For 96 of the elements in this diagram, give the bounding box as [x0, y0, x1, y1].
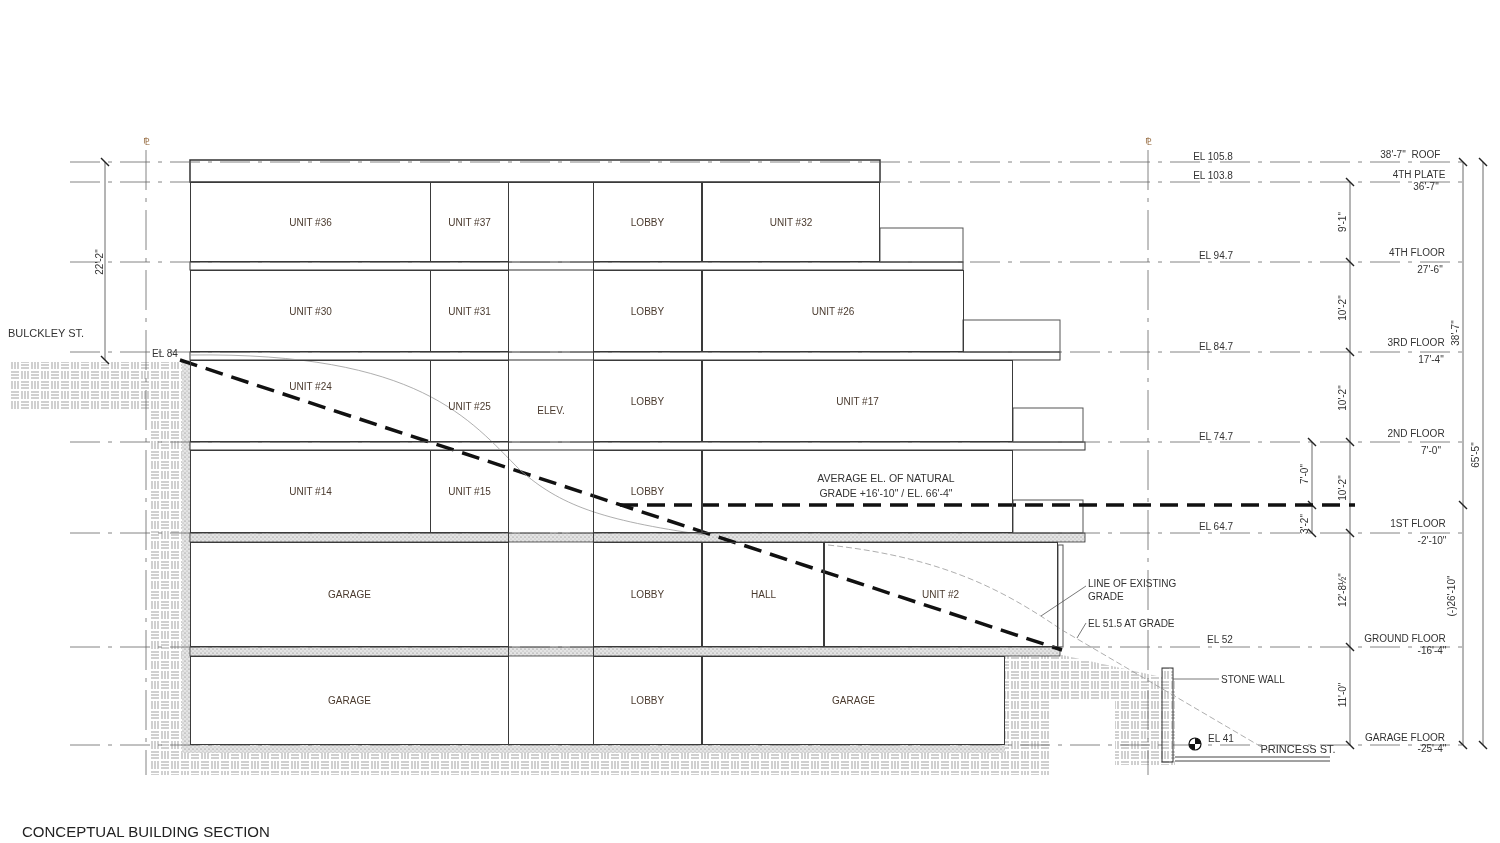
dimension-text: 27'-6" — [1417, 264, 1443, 276]
room-box — [702, 542, 825, 647]
room-label: UNIT #2 — [921, 589, 960, 600]
room-box — [430, 182, 509, 262]
room-box — [190, 450, 431, 533]
elevation-label: EL 105.8 — [1193, 151, 1233, 163]
dimension-text: 11'-0" — [1337, 682, 1349, 708]
room-label: LOBBY — [630, 305, 665, 317]
level-name: 4TH PLATE — [1392, 169, 1446, 181]
room-label: GARAGE — [328, 695, 371, 706]
elevation-label: EL 94.7 — [1198, 250, 1234, 262]
elevation-label: EL 64.7 — [1198, 521, 1234, 533]
room-box — [430, 450, 509, 533]
room-label: UNIT #25 — [448, 401, 491, 412]
property-line-symbol: ⅊ — [142, 136, 150, 148]
property-line-symbol: ⅊ — [1144, 136, 1152, 148]
elevation-label: EL 41 — [1208, 733, 1234, 745]
room-box — [593, 182, 702, 262]
level-name: 1ST FLOOR — [1390, 518, 1446, 530]
room-box — [702, 360, 1013, 442]
room-label: GARAGE — [832, 695, 875, 706]
dimension-text: 12'-8½" — [1337, 573, 1349, 607]
room-box — [702, 450, 1013, 533]
dimension-text: 65'-5" — [1470, 442, 1482, 468]
dimension-text: 10'-2" — [1337, 475, 1349, 501]
level-name: 3RD FLOOR — [1387, 337, 1445, 349]
level-name: ROOF — [1411, 149, 1441, 161]
room-label: UNIT #14 — [289, 486, 332, 497]
dimension-text: 38'-7" — [1380, 149, 1406, 161]
dimension-text: -2'-10" — [1417, 535, 1447, 547]
stone-wall — [1161, 667, 1174, 763]
level-name: GROUND FLOOR — [1364, 633, 1446, 645]
shaft-label: ELEV. — [537, 405, 565, 416]
dimension-text: -25'-4" — [1417, 743, 1447, 755]
room-label: LOBBY — [630, 395, 665, 407]
room-label: GARAGE — [328, 589, 371, 600]
elevator-shaft — [508, 182, 594, 745]
dimension-text: 3'-2" — [1299, 514, 1311, 534]
room-label: UNIT #31 — [448, 305, 491, 317]
dimension-text: 9'-1" — [1337, 212, 1349, 232]
room-label: UNIT #30 — [289, 305, 332, 317]
elevation-label: EL 52 — [1207, 634, 1233, 646]
room-label: LOBBY — [630, 486, 665, 497]
room-label: UNIT #37 — [448, 216, 491, 228]
dimension-text: 10'-2" — [1337, 295, 1349, 321]
leader-line — [1172, 678, 1220, 680]
dimension-text: 17'-4" — [1418, 354, 1444, 366]
room-label: LOBBY — [630, 216, 665, 228]
level-name: GARAGE FLOOR — [1365, 732, 1445, 744]
leader-line — [1040, 585, 1087, 617]
room-label: HALL — [751, 589, 776, 600]
callout-text: EL 51.5 AT GRADE — [1088, 617, 1208, 630]
dimension-text: 7'-0" — [1421, 445, 1441, 457]
room-box — [190, 360, 431, 442]
dimension-text: 36'-7" — [1413, 181, 1439, 193]
caption: CONCEPTUAL BUILDING SECTION — [22, 823, 270, 840]
room-box — [593, 360, 702, 442]
room-box — [190, 270, 431, 352]
callout-text: STONE WALL — [1221, 673, 1301, 686]
dimension-text: 10'-2" — [1337, 385, 1349, 411]
room-label: LOBBY — [630, 695, 665, 706]
dimension-text: 38'-7" — [1450, 320, 1462, 346]
elevation-label: EL 84 — [152, 348, 178, 360]
room-box — [593, 542, 702, 647]
leader-line — [1076, 622, 1087, 639]
room-box — [190, 182, 431, 262]
room-label: UNIT #24 — [289, 381, 332, 392]
room-box — [702, 270, 964, 352]
dimension-text: 22'-2" — [94, 249, 106, 275]
room-label: LOBBY — [630, 589, 665, 600]
room-box — [190, 656, 509, 745]
room-label: UNIT #15 — [448, 486, 491, 497]
elevation-label: EL 74.7 — [1198, 431, 1234, 443]
room-box — [593, 270, 702, 352]
room-label: UNIT #32 — [769, 216, 813, 228]
street-name: PRINCESS ST. — [1260, 743, 1336, 755]
dimension-text: (-)26'-10" — [1446, 575, 1458, 617]
elevation-label: EL 103.8 — [1193, 170, 1233, 182]
room-label: UNIT #36 — [289, 216, 332, 228]
room-box — [430, 270, 509, 352]
room-box — [593, 656, 702, 745]
dimension-text: 7'-0" — [1299, 464, 1311, 484]
room-box — [702, 656, 1005, 745]
room-label: UNIT #17 — [836, 395, 879, 407]
callout-text: LINE OF EXISTING GRADE — [1088, 577, 1198, 603]
level-name: 4TH FLOOR — [1388, 247, 1446, 259]
room-box — [702, 182, 880, 262]
room-box — [190, 542, 509, 647]
street-name: BULCKLEY ST. — [7, 327, 85, 339]
room-box — [593, 450, 702, 533]
elevation-label: EL 84.7 — [1198, 341, 1234, 353]
dimension-text: -16'-4" — [1417, 645, 1447, 657]
room-label: UNIT #26 — [811, 305, 855, 317]
room-box — [430, 360, 509, 442]
level-name: 2ND FLOOR — [1387, 428, 1445, 440]
note: AVERAGE EL. OF NATURAL GRADE +16'-10" / EL. 66'-4" — [816, 471, 956, 501]
